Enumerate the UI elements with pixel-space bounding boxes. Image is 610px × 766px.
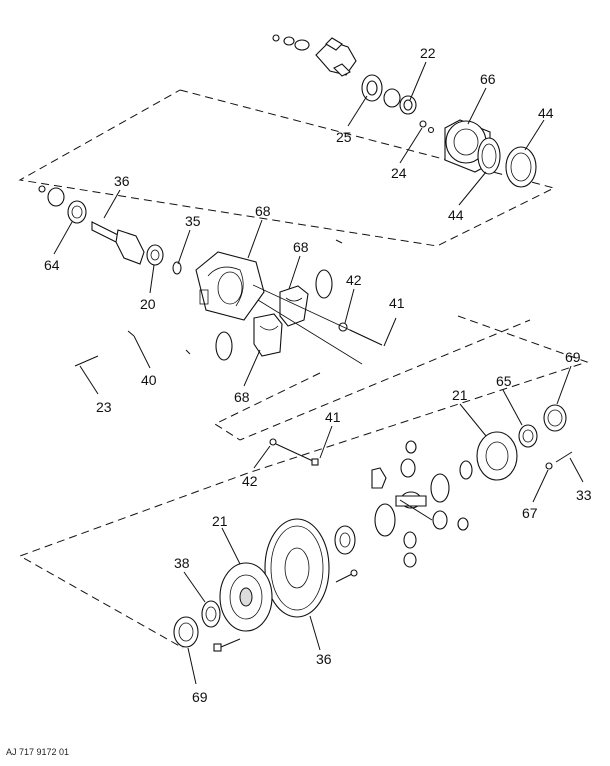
lower-bolt xyxy=(213,638,241,652)
callout-25: 25 xyxy=(336,129,352,145)
callout-69-right: 69 xyxy=(565,349,581,365)
callout-24: 24 xyxy=(391,165,407,181)
bolt-41-washer-42 xyxy=(269,438,319,466)
bearing-cup-69-left xyxy=(173,616,199,648)
callout-66: 66 xyxy=(480,71,496,87)
callout-41-mid: 41 xyxy=(325,409,341,425)
callout-20: 20 xyxy=(140,296,156,312)
callout-36-bottom: 36 xyxy=(316,651,332,667)
bearing-cap-68-upper xyxy=(279,285,309,327)
callout-22: 22 xyxy=(420,45,436,61)
bolt-33-washer-67 xyxy=(545,451,573,470)
figure-id: AJ 717 9172 01 xyxy=(6,747,70,757)
callout-42-mid: 42 xyxy=(242,473,258,489)
differential-case-21-right xyxy=(476,431,518,481)
callout-69-left: 69 xyxy=(192,689,208,705)
callout-23: 23 xyxy=(96,399,112,415)
callout-41-top: 41 xyxy=(389,295,405,311)
callout-67: 67 xyxy=(522,505,538,521)
ring-gear-bolts xyxy=(335,569,358,583)
differential-case-21-left xyxy=(219,562,273,632)
callout-64: 64 xyxy=(44,257,60,273)
callout-40: 40 xyxy=(141,372,157,388)
adjuster-nuts xyxy=(215,269,333,361)
callout-65: 65 xyxy=(496,373,512,389)
bearing-20 xyxy=(146,244,164,266)
side-gears-pinions xyxy=(371,440,473,568)
callout-36-top: 36 xyxy=(114,173,130,189)
callout-44-top: 44 xyxy=(538,105,554,121)
callout-44-bottom: 44 xyxy=(448,207,464,223)
leader-lines xyxy=(53,61,584,685)
pinion-bearing-64 xyxy=(38,185,87,224)
callout-labels: 22 66 44 25 24 44 36 35 68 68 64 20 42 4… xyxy=(44,45,592,705)
bearing-65 xyxy=(518,424,538,448)
thrust-washer xyxy=(334,525,356,555)
pins-and-bolts xyxy=(74,239,383,367)
middle-group-outline xyxy=(213,319,531,441)
bearing-cup-69-right xyxy=(543,404,567,432)
callout-38: 38 xyxy=(174,555,190,571)
callout-21-right: 21 xyxy=(452,387,468,403)
callout-42-top: 42 xyxy=(346,272,362,288)
gasket-44-a xyxy=(477,137,501,175)
callout-68-housing: 68 xyxy=(255,203,271,219)
callout-68-lower: 68 xyxy=(234,389,250,405)
gasket-44-b xyxy=(505,146,537,188)
yoke-assembly xyxy=(272,34,435,134)
lower-group-outline xyxy=(18,315,589,649)
callout-21-left: 21 xyxy=(212,513,228,529)
ring-gear-36 xyxy=(264,518,330,618)
callout-35: 35 xyxy=(185,213,201,229)
carrier-housing-68 xyxy=(195,251,265,321)
drive-pinion-36 xyxy=(91,221,145,265)
shim-35 xyxy=(172,261,182,275)
bearing-38 xyxy=(201,600,221,628)
callout-68-cap: 68 xyxy=(293,239,309,255)
bearing-cap-68-lower xyxy=(253,313,283,357)
callout-33: 33 xyxy=(576,487,592,503)
